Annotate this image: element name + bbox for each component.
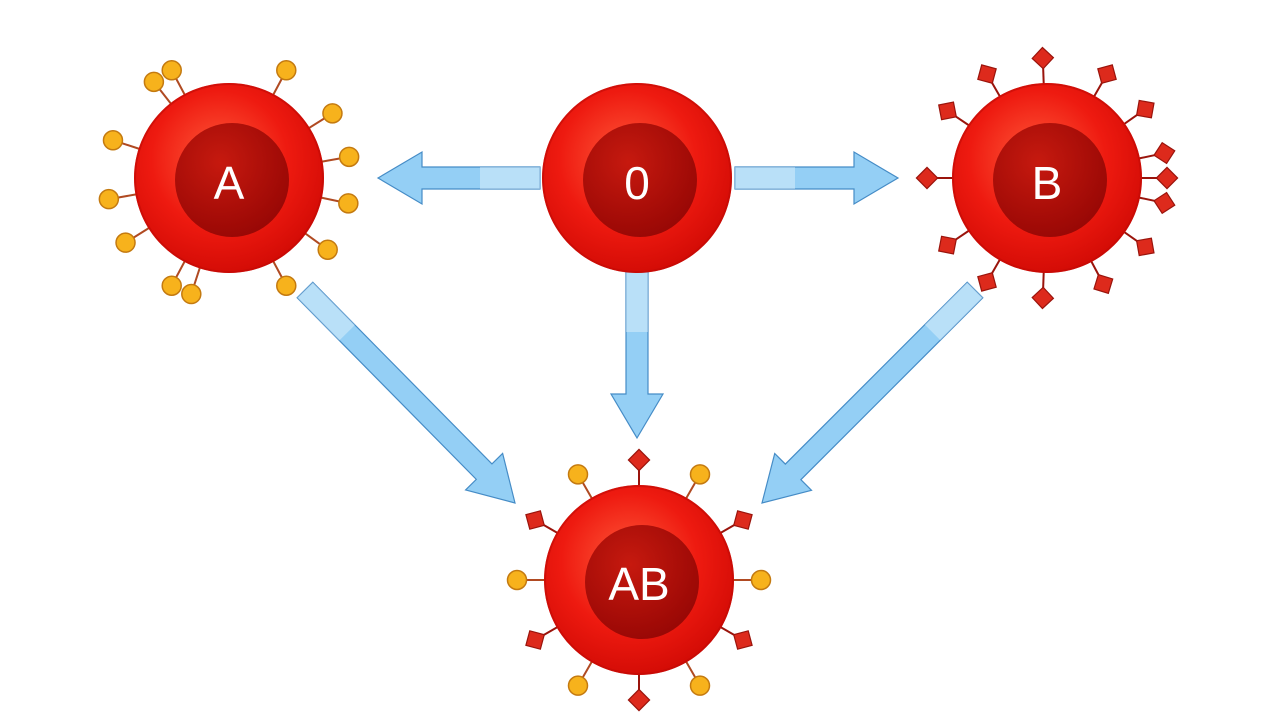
antigen-b-ab-2	[719, 510, 753, 535]
antigen-b-b-10	[938, 229, 971, 255]
antigen-a-a-11	[102, 130, 141, 151]
antigen-b-ab-0	[627, 448, 651, 487]
antigen-b-ab-10	[525, 510, 559, 535]
antigen-b-b-11	[915, 166, 954, 190]
antigen-a-ab-7	[567, 660, 594, 696]
antigen-a-a-4	[319, 193, 359, 214]
arrow-0-to-b	[734, 150, 900, 206]
arrow-b-to-ab	[761, 281, 984, 504]
antigen-a-ab-3	[732, 569, 772, 591]
cell-center-a	[175, 123, 289, 237]
cell-a	[98, 60, 360, 305]
antigen-a-a-9	[115, 226, 151, 253]
antigen-b-b-2	[1122, 99, 1155, 126]
cell-b	[915, 46, 1179, 310]
antigen-a-ab-11	[567, 464, 594, 500]
antigen-b-b-8	[1031, 270, 1055, 310]
antigens-b	[915, 46, 1179, 310]
antigen-b-b-7	[1089, 259, 1114, 295]
antigen-a-ab-5	[684, 660, 711, 696]
antigen-b-b-0	[1031, 46, 1055, 86]
arrow-a-to-ab	[296, 281, 516, 504]
antigen-b-b-4	[1140, 166, 1179, 190]
antigen-a-a-7	[181, 266, 202, 305]
cell-ab	[506, 448, 772, 712]
antigen-b-ab-4	[719, 625, 753, 650]
antigen-b-b-5	[1137, 191, 1176, 215]
antigens-a	[98, 60, 360, 305]
antigen-b-ab-8	[525, 625, 559, 650]
antigen-a-a-8	[161, 259, 187, 296]
antigen-a-a-12	[143, 71, 173, 106]
antigen-a-a-10	[98, 188, 138, 210]
arrow-0-to-ab	[609, 271, 665, 440]
antigen-b-b-6	[1122, 230, 1155, 257]
antigen-a-a-3	[320, 146, 360, 168]
antigen-b-b-12	[938, 101, 971, 127]
cell-center-o	[583, 123, 697, 237]
antigen-a-ab-1	[684, 464, 711, 500]
cell-center-b	[993, 123, 1107, 237]
antigen-b-b-13	[977, 64, 1002, 98]
antigen-a-ab-9	[506, 569, 546, 591]
antigen-b-b-1	[1092, 64, 1117, 98]
antigen-b-b-3	[1137, 141, 1176, 165]
antigen-a-a-0	[161, 60, 187, 97]
antigen-a-a-5	[303, 231, 338, 260]
antigen-b-ab-6	[627, 673, 651, 712]
cell-center-ab	[585, 525, 699, 639]
antigens-ab	[506, 448, 772, 712]
antigen-a-a-1	[271, 60, 297, 97]
antigen-a-a-6	[271, 259, 297, 296]
cell-o	[542, 83, 732, 273]
arrow-0-to-a	[376, 150, 541, 206]
antigen-a-a-2	[307, 103, 343, 130]
antigen-b-b-9	[977, 258, 1002, 292]
